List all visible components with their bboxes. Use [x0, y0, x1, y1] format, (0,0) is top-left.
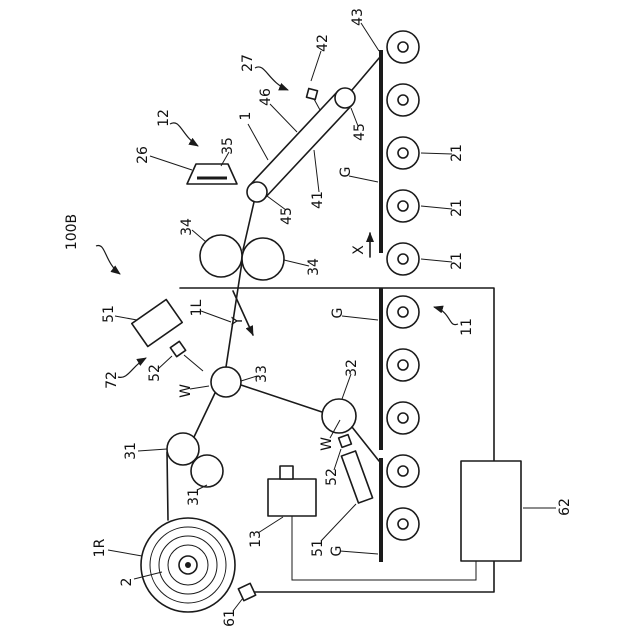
roll-winding	[158, 535, 218, 595]
leader-lines	[107, 22, 556, 612]
label-axis-x: X	[351, 245, 367, 255]
pointer-100b	[95, 244, 121, 275]
belt-roller-upper-45	[334, 87, 356, 109]
label-34-right: 34	[306, 258, 322, 276]
print-head-inner	[397, 200, 409, 212]
label-11: 11	[459, 318, 475, 336]
label-32: 32	[344, 359, 360, 377]
belt-roller-lower-45	[246, 181, 268, 203]
pointer-27	[254, 66, 289, 91]
wiring-line	[291, 516, 477, 581]
reference-labels: 100B 26 12 35 27 42 43 46 1 45 41 45 34 …	[64, 8, 573, 627]
label-62: 62	[557, 498, 573, 516]
belt-edges	[249, 90, 353, 200]
label-31-lower: 31	[186, 488, 202, 506]
print-head-inner	[397, 253, 409, 265]
print-head-inner	[397, 306, 409, 318]
sensor-sightline-upper	[183, 354, 204, 372]
label-41: 41	[310, 191, 326, 209]
print-head-inner	[397, 465, 409, 477]
print-head-inner	[397, 359, 409, 371]
label-52-upper: 52	[147, 364, 163, 382]
sensor-stem	[313, 98, 321, 111]
label-21-b: 21	[449, 199, 465, 217]
label-31-upper: 31	[123, 442, 139, 460]
sensor-body-51-upper	[130, 298, 184, 348]
print-head-inner	[397, 147, 409, 159]
label-27: 27	[240, 54, 256, 72]
label-1r: 1R	[92, 538, 108, 557]
sensor-square-42	[305, 87, 319, 101]
label-45-lower: 45	[279, 207, 295, 225]
label-axis-y: Y	[230, 316, 246, 326]
dryer-unit-26	[186, 163, 238, 185]
control-unit-box-62	[460, 460, 522, 562]
web-roll-1r	[140, 517, 236, 613]
controller-connector	[279, 465, 294, 480]
label-43: 43	[350, 8, 366, 26]
label-13: 13	[248, 530, 264, 548]
pointer-72	[117, 357, 147, 378]
print-head-array	[386, 30, 420, 541]
label-w-lower: W	[319, 437, 335, 451]
label-51-upper: 51	[101, 305, 117, 323]
print-head-inner	[397, 412, 409, 424]
label-100b: 100B	[64, 214, 80, 250]
label-g-top: G	[338, 167, 354, 178]
nip-roller-34-left	[199, 234, 243, 278]
label-12: 12	[156, 109, 172, 127]
roll-winding	[167, 544, 209, 586]
controller-unit-13	[267, 465, 317, 517]
print-head-inner	[397, 94, 409, 106]
roll-winding	[149, 526, 227, 604]
label-72: 72	[104, 371, 120, 389]
print-head-inner	[397, 518, 409, 530]
label-61: 61	[222, 609, 238, 627]
sensor-unit-upper	[130, 298, 204, 372]
sensor-body-51-lower	[340, 450, 374, 504]
label-45-upper: 45	[352, 123, 368, 141]
y-axis-arrow	[232, 290, 254, 336]
nip-roller-34-right	[241, 237, 285, 281]
transport-belt-assembly	[246, 87, 356, 203]
label-42: 42	[315, 34, 331, 52]
label-2: 2	[119, 578, 135, 587]
sensor-lens-52-upper	[169, 340, 187, 358]
label-21-a: 21	[449, 144, 465, 162]
feed-roller-31-lower	[190, 454, 224, 488]
controller-box-13	[267, 478, 317, 517]
label-g-middle: G	[330, 308, 346, 319]
label-35: 35	[220, 137, 236, 155]
label-1l: 1L	[189, 299, 205, 316]
label-51-lower: 51	[310, 539, 326, 557]
pointer-12	[169, 122, 199, 147]
sensor-lens-52-lower	[337, 433, 353, 449]
label-26: 26	[135, 146, 151, 164]
dryer-trapezoid	[186, 163, 238, 185]
sensor-unit-lower	[337, 433, 374, 504]
label-g-bottom: G	[329, 546, 345, 557]
frame-outline	[179, 287, 495, 593]
pointer-11	[433, 305, 459, 326]
web-path	[166, 56, 381, 521]
label-w-upper: W	[178, 384, 194, 398]
label-34-left: 34	[179, 218, 195, 236]
label-33: 33	[254, 365, 270, 383]
label-46: 46	[258, 88, 274, 106]
guide-roller-32	[321, 398, 357, 434]
edge-sensor-61	[237, 582, 257, 602]
label-1: 1	[238, 112, 254, 121]
label-52-lower: 52	[324, 468, 340, 486]
print-head-inner	[397, 41, 409, 53]
roll-axle-dot	[185, 562, 191, 568]
label-21-c: 21	[449, 252, 465, 270]
